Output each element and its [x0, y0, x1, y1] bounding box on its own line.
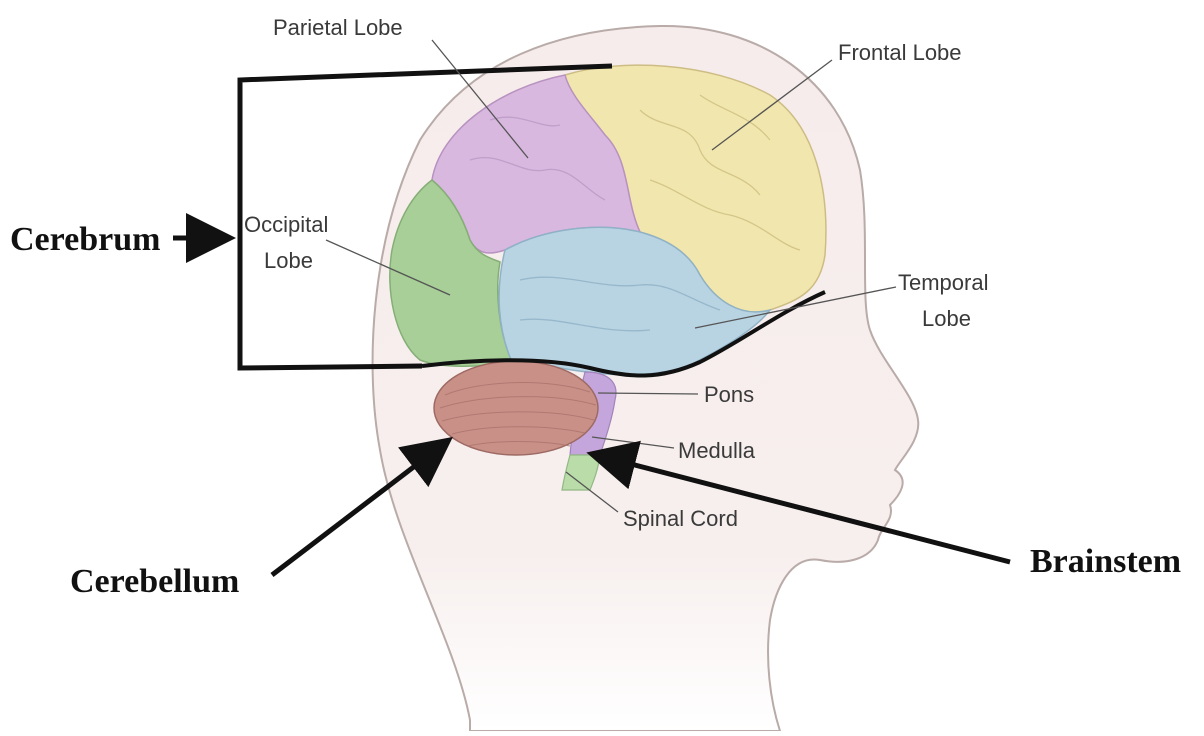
label-pons: Pons: [704, 382, 754, 407]
label-temporal-line2: Lobe: [922, 306, 971, 331]
label-parietal-lobe: Parietal Lobe: [273, 15, 403, 40]
label-spinal-cord: Spinal Cord: [623, 506, 738, 531]
callout-cerebellum: Cerebellum: [70, 563, 239, 600]
label-occipital-line1: Occipital: [244, 212, 328, 237]
label-occipital-line2: Lobe: [264, 248, 313, 273]
cerebellum-shape: [434, 361, 598, 455]
label-frontal-lobe: Frontal Lobe: [838, 40, 962, 65]
label-temporal-line1: Temporal: [898, 270, 988, 295]
callout-cerebrum: Cerebrum: [10, 221, 160, 258]
label-medulla: Medulla: [678, 438, 756, 463]
callout-brainstem: Brainstem: [1030, 543, 1181, 580]
